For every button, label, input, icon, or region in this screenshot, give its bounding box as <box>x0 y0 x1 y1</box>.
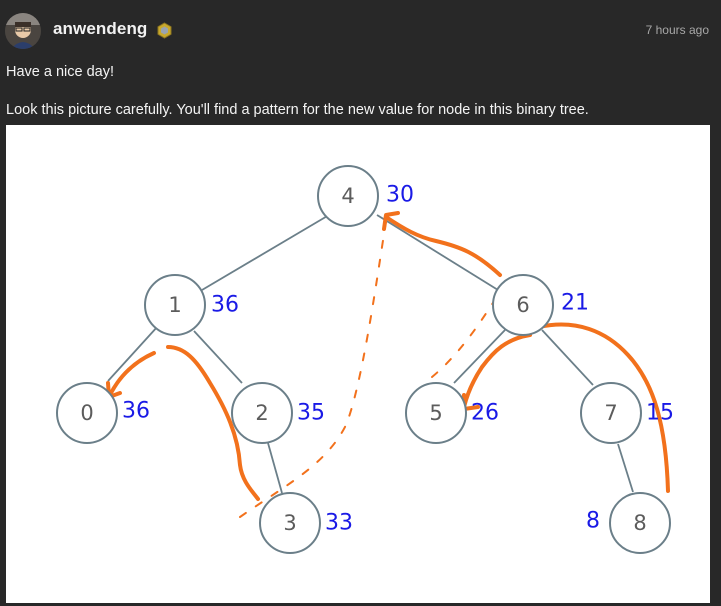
edge-6-7 <box>541 329 594 386</box>
tree-node: 5 26 <box>405 382 499 444</box>
node-sum: 33 <box>325 511 353 536</box>
tree-node: 4 30 <box>317 165 414 227</box>
node-value: 4 <box>341 184 354 208</box>
arrow-3-to-1 <box>166 345 260 501</box>
node-sum: 36 <box>122 399 150 424</box>
arrow-7-to-6 <box>537 322 670 493</box>
tree-node: 6 21 <box>492 274 589 336</box>
node-value: 3 <box>283 511 296 535</box>
arrow-6-to-5 <box>462 333 532 409</box>
edge-4-6 <box>376 214 499 291</box>
node-sum: 15 <box>646 401 674 426</box>
edge-1-2 <box>193 330 243 384</box>
tree-node: 8 8 <box>586 492 671 554</box>
dashed-path-5-to-6 <box>431 294 499 378</box>
binary-tree-image: 4 30 1 36 6 21 0 36 2 35 <box>6 125 710 603</box>
tree-node: 3 33 <box>259 492 353 554</box>
tree-node: 2 35 <box>231 382 325 444</box>
post-message: Look this picture carefully. You'll find… <box>6 102 589 118</box>
tree-node: 0 36 <box>56 382 150 444</box>
node-sum: 8 <box>586 509 600 534</box>
post-greeting: Have a nice day! <box>6 64 115 80</box>
tree-node: 7 15 <box>580 382 674 444</box>
hexagon-badge-icon <box>156 22 173 39</box>
arrow-6-to-4 <box>384 215 502 277</box>
node-value: 5 <box>429 401 442 425</box>
node-value: 8 <box>633 511 646 535</box>
arrow-1-to-0 <box>108 351 156 397</box>
node-value: 6 <box>516 293 529 317</box>
edge-1-0 <box>107 325 159 382</box>
dashed-path-3-to-4 <box>239 220 387 518</box>
node-value: 1 <box>168 293 181 317</box>
node-sum: 21 <box>561 291 589 316</box>
node-value: 7 <box>604 401 617 425</box>
author-name[interactable]: anwendeng <box>53 19 148 38</box>
edge-7-8 <box>617 443 634 493</box>
edge-6-5 <box>453 329 506 384</box>
node-sum: 35 <box>297 401 325 426</box>
edge-4-1 <box>201 214 330 291</box>
node-sum: 26 <box>471 401 499 426</box>
tree-node: 1 36 <box>144 274 239 336</box>
node-value: 2 <box>255 401 268 425</box>
post-header: anwendeng 7 hours ago <box>0 0 721 62</box>
node-value: 0 <box>80 401 93 425</box>
binary-tree-diagram: 4 30 1 36 6 21 0 36 2 35 <box>56 165 674 554</box>
edge-2-3 <box>267 442 283 494</box>
node-sum: 30 <box>386 183 414 208</box>
avatar[interactable] <box>5 13 41 49</box>
node-sum: 36 <box>211 293 239 318</box>
post-timestamp: 7 hours ago <box>645 23 709 37</box>
user-avatar-icon <box>5 13 41 49</box>
